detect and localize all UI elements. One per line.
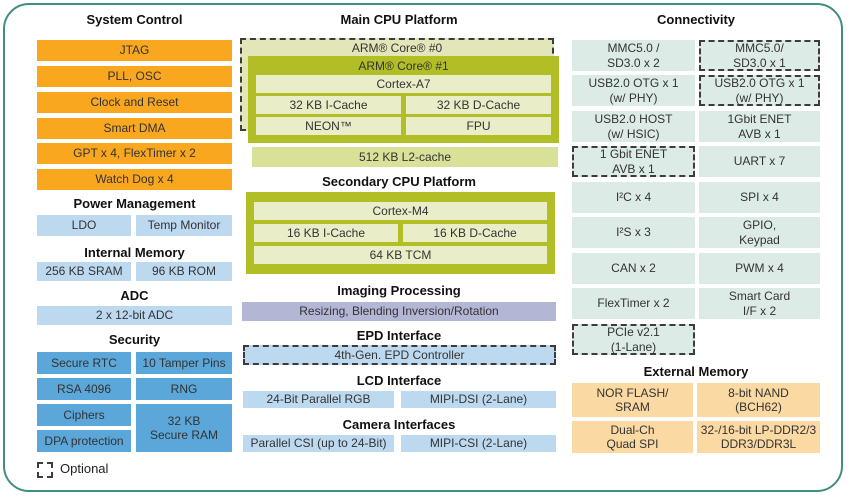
block-tamper-pins: 10 Tamper Pins: [136, 352, 232, 374]
block-ddr: 32-/16-bit LP-DDR2/3 DDR3/DDR3L: [697, 421, 820, 453]
section-title-connectivity: Connectivity: [656, 12, 735, 27]
block-epd-controller: 4th-Gen. EPD Controller: [243, 345, 556, 365]
block-ciphers: Ciphers: [37, 404, 131, 426]
block-rsa: RSA 4096: [37, 378, 131, 400]
block-mipi-dsi: MIPI-DSI (2-Lane): [401, 391, 556, 408]
block-gpio-keypad: GPIO, Keypad: [699, 217, 820, 248]
block-a7-icache: 32 KB I-Cache: [256, 96, 401, 114]
section-title-security: Security: [108, 332, 161, 347]
block-mipi-csi: MIPI-CSI (2-Lane): [401, 435, 556, 452]
arm-core1-label: ARM® Core® #1: [358, 58, 449, 73]
block-clock-reset: Clock and Reset: [37, 92, 232, 113]
section-title-external-memory: External Memory: [643, 364, 749, 379]
block-enet-avb: 1Gbit ENET AVB x 1: [699, 111, 820, 142]
block-m4-icache: 16 KB I-Cache: [254, 224, 398, 242]
block-secure-ram: 32 KB Secure RAM: [136, 404, 232, 452]
block-fpu: FPU: [406, 117, 551, 135]
block-smart-card: Smart Card I/F x 2: [699, 288, 820, 319]
block-parallel-csi: Parallel CSI (up to 24-Bit): [243, 435, 394, 452]
block-pcie-optional: PCIe v2.1 (1-Lane): [572, 324, 695, 355]
block-mmc-sd-x2: MMC5.0 / SD3.0 x 2: [572, 40, 695, 71]
block-usb-host: USB2.0 HOST (w/ HSIC): [572, 111, 695, 142]
section-title-camera: Camera Interfaces: [342, 417, 456, 432]
section-title-adc: ADC: [120, 288, 149, 303]
section-title-lcd: LCD Interface: [356, 373, 442, 388]
block-rom: 96 KB ROM: [136, 262, 232, 281]
section-title-main-cpu: Main CPU Platform: [340, 12, 458, 27]
block-temp-monitor: Temp Monitor: [136, 215, 232, 236]
block-mmc-sd-x1-optional: MMC5.0/ SD3.0 x 1: [699, 40, 820, 71]
optional-legend-swatch: [37, 462, 53, 478]
block-usb-otg-optional: USB2.0 OTG x 1 (w/ PHY): [699, 75, 820, 106]
block-m4-dcache: 16 KB D-Cache: [403, 224, 547, 242]
block-neon: NEON™: [256, 117, 401, 135]
block-cortex-a7: Cortex-A7: [256, 75, 551, 93]
block-flextimer: FlexTimer x 2: [572, 288, 695, 319]
block-l2-cache: 512 KB L2-cache: [252, 147, 558, 167]
arm-core0-label: ARM® Core® #0: [351, 40, 443, 55]
block-adc: 2 x 12-bit ADC: [37, 306, 232, 325]
block-i2s: I²S x 3: [572, 217, 695, 248]
section-title-epd: EPD Interface: [356, 328, 442, 343]
block-rng: RNG: [136, 378, 232, 400]
block-cortex-m4: Cortex-M4: [254, 202, 547, 220]
block-spi: SPI x 4: [699, 182, 820, 213]
block-uart: UART x 7: [699, 146, 820, 177]
block-quad-spi: Dual-Ch Quad SPI: [572, 421, 693, 453]
block-imaging: Resizing, Blending Inversion/Rotation: [242, 302, 556, 321]
block-pll-osc: PLL, OSC: [37, 66, 232, 87]
block-sram: 256 KB SRAM: [37, 262, 131, 281]
block-pwm: PWM x 4: [699, 253, 820, 284]
block-watchdog: Watch Dog x 4: [37, 169, 232, 190]
block-a7-dcache: 32 KB D-Cache: [406, 96, 551, 114]
block-i2c: I²C x 4: [572, 182, 695, 213]
block-jtag: JTAG: [37, 40, 232, 61]
block-smart-dma: Smart DMA: [37, 118, 232, 139]
block-can: CAN x 2: [572, 253, 695, 284]
block-enet-avb-optional: 1 Gbit ENET AVB x 1: [572, 146, 695, 177]
block-ldo: LDO: [37, 215, 131, 236]
block-tcm: 64 KB TCM: [254, 246, 547, 264]
section-title-system-control: System Control: [86, 12, 183, 27]
section-title-internal-memory: Internal Memory: [84, 245, 185, 260]
section-title-power-management: Power Management: [73, 196, 196, 211]
block-nand: 8-bit NAND (BCH62): [697, 383, 820, 417]
block-nor-flash: NOR FLASH/ SRAM: [572, 383, 693, 417]
section-title-secondary-cpu: Secondary CPU Platform: [322, 174, 476, 189]
optional-legend-label: Optional: [60, 461, 109, 476]
block-gpt-flextimer: GPT x 4, FlexTimer x 2: [37, 143, 232, 164]
block-parallel-rgb: 24-Bit Parallel RGB: [243, 391, 394, 408]
block-secure-rtc: Secure RTC: [37, 352, 131, 374]
block-dpa-protection: DPA protection: [37, 430, 131, 452]
section-title-imaging: Imaging Processing: [337, 283, 461, 298]
block-usb-otg: USB2.0 OTG x 1 (w/ PHY): [572, 75, 695, 106]
diagram-border: [3, 3, 843, 492]
